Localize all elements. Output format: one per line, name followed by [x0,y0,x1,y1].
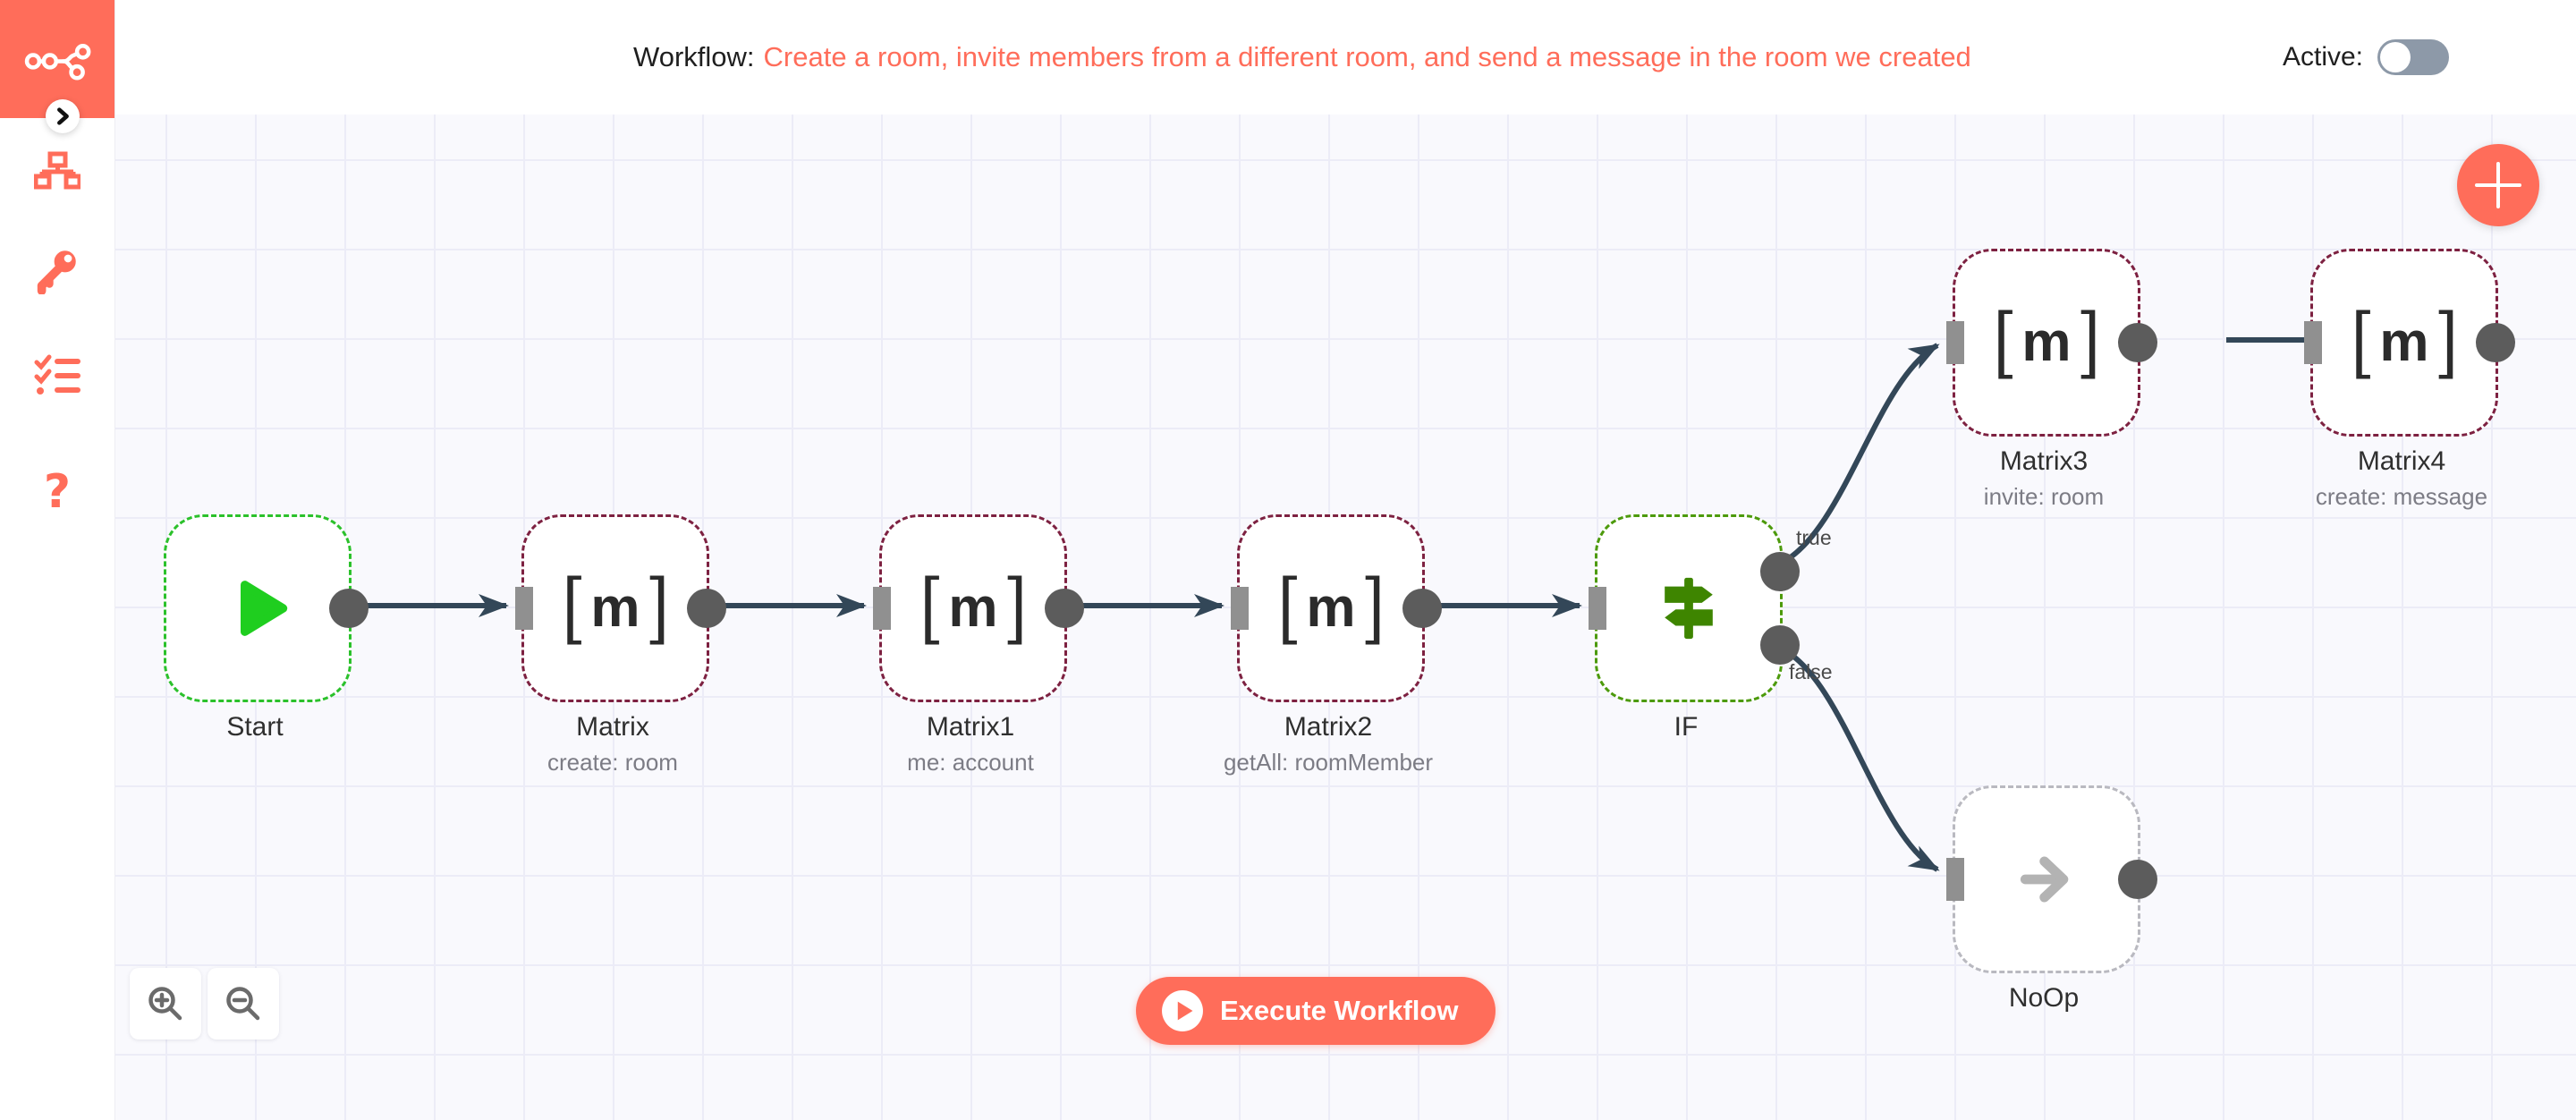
matrix-icon: [m] [562,564,669,653]
node-noop[interactable]: NoOp [1946,785,2157,1013]
node-if[interactable]: IF [1589,514,1800,742]
node-matrix2-box[interactable]: [m] [1231,514,1442,702]
output-port[interactable] [1402,589,1442,628]
node-matrix[interactable]: [m] Matrix create: room [515,514,726,776]
toggle-knob [2380,42,2411,72]
output-port[interactable] [1045,589,1084,628]
workflow-title-label: Workflow: [633,41,755,72]
active-toggle[interactable] [2377,39,2449,75]
active-toggle-group: Active: [2283,0,2449,115]
input-port[interactable] [1231,587,1249,630]
zoom-in-icon [148,987,182,1021]
sidebar-item-help[interactable]: ? [0,469,114,515]
n8n-logo[interactable] [0,0,114,118]
workflow-title-name[interactable]: Create a room, invite members from a dif… [763,41,1971,72]
node-subtitle: invite: room [1983,483,2105,510]
sidebar-expand-button[interactable] [46,99,80,133]
input-port[interactable] [2304,321,2322,364]
input-port[interactable] [515,587,533,630]
node-subtitle: getAll: roomMember [1223,749,1434,776]
input-port[interactable] [1589,587,1606,630]
matrix-icon: [m] [2351,298,2458,387]
output-port[interactable] [2118,860,2157,899]
node-title: Matrix1 [926,712,1015,742]
active-label: Active: [2282,42,2363,72]
execute-workflow-label: Execute Workflow [1220,995,1459,1026]
node-subtitle: create: message [2315,483,2488,510]
output-port[interactable] [687,589,726,628]
node-start[interactable]: Start [164,514,369,742]
node-matrix3-box[interactable]: [m] [1946,249,2157,437]
key-icon [37,250,76,294]
node-matrix3[interactable]: [m] Matrix3 invite: room [1946,249,2157,510]
node-subtitle: me: account [907,749,1034,776]
matrix-icon: [m] [1993,298,2100,387]
node-matrix1-box[interactable]: [m] [873,514,1084,702]
node-title: NoOp [2008,983,2080,1013]
node-matrix2[interactable]: [m] Matrix2 getAll: roomMember [1224,514,1442,776]
node-matrix4-box[interactable]: [m] [2304,249,2515,437]
sidebar-item-workflows[interactable] [0,149,114,192]
node-if-box[interactable] [1589,514,1800,702]
execute-workflow-button[interactable]: Execute Workflow [1136,977,1496,1045]
node-title: IF [1674,712,1699,742]
output-port-false[interactable] [1760,625,1800,665]
input-port[interactable] [1946,858,1964,901]
arrow-right-icon [2020,856,2069,903]
matrix-icon: [m] [919,564,1027,653]
node-start-box[interactable] [164,514,369,702]
checklist-icon [34,354,80,395]
zoom-in-button[interactable] [130,968,201,1039]
chevron-right-icon [57,107,69,125]
sidebar: ? [0,0,115,1120]
branch-label-true: true [1796,526,1832,549]
add-node-button[interactable] [2457,144,2539,226]
zoom-out-button[interactable] [208,968,279,1039]
node-subtitle: create: room [547,749,678,776]
zoom-out-icon [226,987,260,1021]
node-title: Start [226,712,284,742]
node-matrix1[interactable]: [m] Matrix1 me: account [873,514,1084,776]
node-noop-box[interactable] [1946,785,2157,973]
n8n-logo-icon [24,44,91,81]
play-circle-icon [1162,990,1203,1031]
output-port-true[interactable] [1760,552,1800,591]
node-title: Matrix2 [1284,712,1373,742]
header: Workflow: Create a room, invite members f… [114,0,2576,115]
node-title: Matrix4 [2357,446,2446,476]
plus-icon [2475,162,2521,208]
workflow-title: Workflow: Create a room, invite members f… [633,41,1971,73]
input-port[interactable] [873,587,891,630]
node-matrix4[interactable]: [m] Matrix4 create: message [2304,249,2515,510]
output-port[interactable] [2118,323,2157,362]
play-icon [241,581,288,636]
sidebar-item-executions[interactable] [0,354,114,399]
node-title: Matrix3 [1999,446,2089,476]
workflow-canvas[interactable]: Start [m] Matrix create: room [m] Ma [114,115,2576,1120]
node-matrix-box[interactable]: [m] [515,514,726,702]
connection-if-true-matrix3[interactable] [1780,343,1940,565]
help-icon: ? [43,465,72,519]
if-signpost-icon [1665,577,1713,640]
node-title: Matrix [576,712,649,742]
branch-label-false: false [1789,660,1833,683]
workflows-icon [34,151,80,190]
input-port[interactable] [1946,321,1964,364]
connection-if-false-noop[interactable] [1780,646,1940,872]
sidebar-item-credentials[interactable] [0,246,114,294]
output-port[interactable] [2476,323,2515,362]
matrix-icon: [m] [1277,564,1385,653]
output-port[interactable] [329,589,369,628]
